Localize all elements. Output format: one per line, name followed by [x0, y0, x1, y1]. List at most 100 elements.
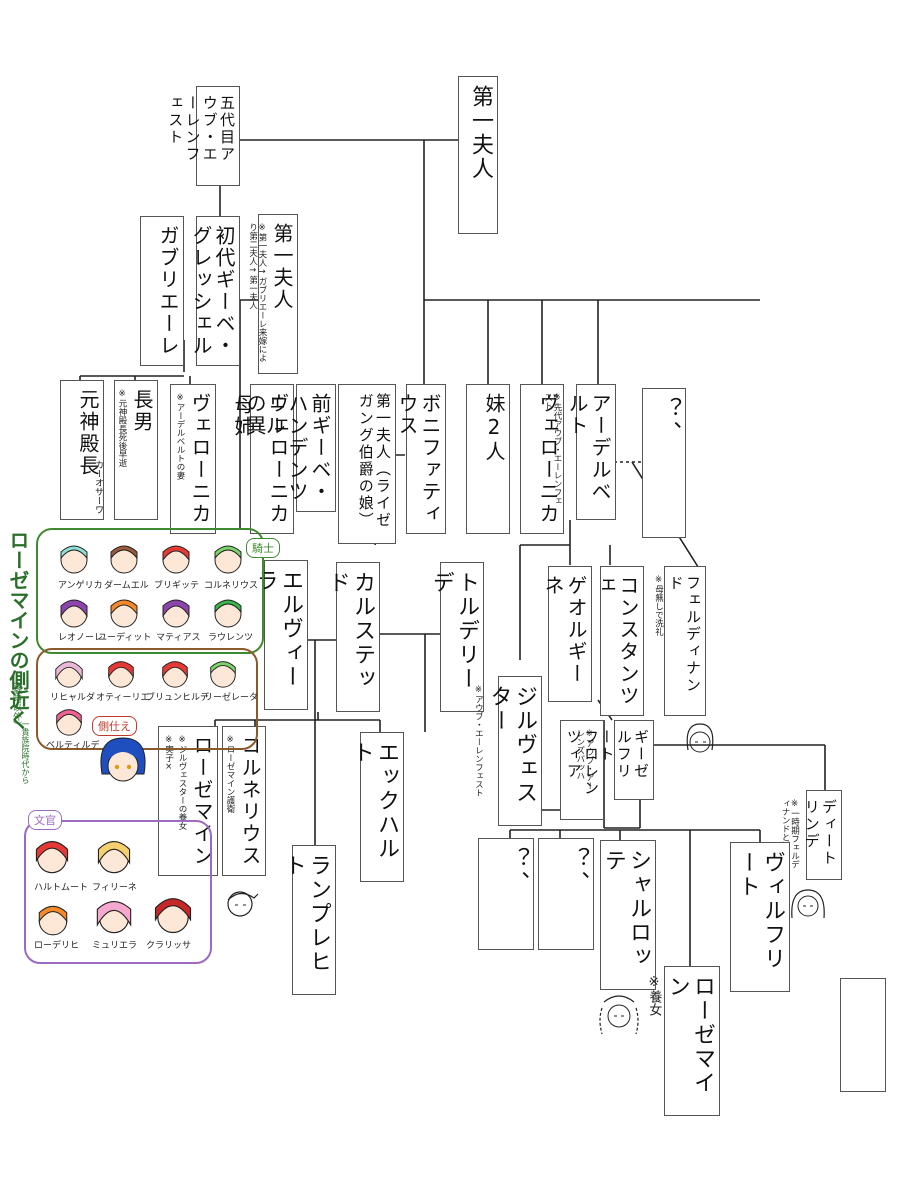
node-former-high-priest: 元神殿長	[60, 380, 104, 520]
attendant-name-2: オティーリエ	[96, 693, 150, 703]
node-dietlinde-note: ※一時期フェルディナンドと婚約	[780, 799, 800, 869]
attendant-face-4	[210, 661, 236, 688]
node-rozemyne-right-label: ローゼマイン	[664, 975, 715, 1095]
node-two-sisters-label: 妹2人	[482, 393, 506, 463]
node-lamprecht: ランプレヒト	[281, 845, 336, 995]
node-rozemyne-left-note-b: ※実子×	[163, 735, 174, 772]
node-karstedt-label: カルステッド	[324, 571, 375, 691]
node-ferdinand-note: ※母無しで洗礼	[653, 575, 664, 636]
node-former-geibe-haldenzel: 前ギーベ・ハンデンツェル	[262, 384, 336, 512]
node-florencia-label: フロレンツィア	[564, 729, 600, 797]
node-rozemyne-right-note: ※養女	[646, 975, 662, 1016]
knight-name-3: ブリギッテ	[154, 581, 200, 591]
node-first-wife-mid-note: ※第一夫人→ガブリエーレ来嫁により第二夫人→第一夫人	[247, 223, 267, 362]
attendant-face-3	[162, 661, 188, 688]
retainers-title: ローゼマインの側近く	[6, 530, 30, 730]
node-veronica-left: ヴェローニカ ※アーデルベルトの妻	[170, 384, 216, 534]
scholars-group	[24, 820, 212, 964]
sketch-face-ferdinand	[686, 723, 714, 753]
node-florencia: フロレンツィア	[560, 720, 604, 820]
node-unknown-1-label: ？、	[504, 847, 529, 895]
scholar-face-5	[154, 898, 192, 934]
node-first-wife-top: 第一夫人	[458, 76, 498, 234]
node-ferdinand: フェルディナンド ※母無しで洗礼	[654, 566, 706, 716]
node-elvira: エルヴィーラ	[253, 560, 308, 710]
node-wilfried: ヴィルフリート	[730, 842, 790, 992]
knight-face-2	[110, 545, 138, 574]
node-two-sisters: 妹2人	[466, 384, 510, 534]
scholar-name-3: ローデリヒ	[34, 941, 80, 951]
node-unknown-top: ？、	[642, 388, 686, 538]
node-eldest-son: 長男 ※元神殿長死後早逝	[114, 380, 158, 520]
node-veronica-half-sibling-label: ヴェローニカの異	[243, 393, 290, 525]
attendant-name-5: ベルティルデ	[46, 741, 100, 751]
knight-face-3	[162, 545, 190, 574]
scholar-face-4	[96, 901, 132, 934]
node-adelbert: アーデルベルト ※先代アウブ・エーレンフェスト	[543, 384, 616, 520]
node-first-wife-leisegang: 第一夫人（ライゼガング伯爵の娘）	[338, 384, 396, 544]
node-sylvester-label: ジルヴェスター	[486, 685, 537, 805]
node-rozemyne-right: ローゼマイン ※養女	[646, 966, 720, 1116]
node-unknown-2: ？、	[538, 838, 594, 950]
node-former-high-priest-side: カーオサーワ	[93, 460, 103, 514]
scholar-name-5: クラリッサ	[146, 941, 192, 951]
attendant-face-5	[56, 709, 82, 736]
sketch-face-cornelius	[227, 891, 259, 917]
scholar-face-2	[97, 841, 131, 874]
knight-face-7	[162, 599, 190, 628]
node-first-wife-mid: 第一夫人 ※第一夫人→ガブリエーレ来嫁により第二夫人→第一夫人	[248, 214, 298, 374]
node-constanze: コンスタンツェ	[593, 566, 644, 716]
node-cornelius-note: ※ローゼマイン護衛	[225, 735, 235, 813]
node-giebe-frenbeltag: ギーゼルフリート ※アウブ・アーレンズバッハ	[575, 720, 654, 800]
knight-name-5: レオノーレ	[58, 633, 104, 643]
node-adelbert-label: アーデルベルト	[565, 393, 612, 503]
node-georgine-label: ゲオルギーネ	[541, 575, 588, 685]
node-fifth-aub-label: 五代目アウブ・エーレンフェスト	[166, 95, 236, 163]
knight-name-4: コルネリウス	[204, 581, 259, 591]
node-eckhart-label: エックハルト	[348, 741, 399, 861]
node-unknown-top-label: ？、	[656, 397, 681, 445]
node-cornelius: コルネリウス ※ローゼマイン護衛	[222, 726, 266, 876]
node-wilfried-label: ヴィルフリート	[734, 851, 785, 971]
node-adelbert-note: ※先代アウブ・エーレンフェスト	[542, 393, 562, 505]
node-veronica-right: ヴェローニカ	[520, 384, 564, 534]
node-former-geibe-haldenzel-label: 前ギーベ・ハンデンツェル	[262, 393, 332, 503]
scholar-name-4: ミュリエラ	[92, 941, 138, 951]
node-geibe-grechel-label: 初代ギーベ・グレッシェル	[189, 225, 236, 357]
node-dietlinde: ディートリンデ ※一時期フェルディナンドと婚約	[780, 790, 842, 880]
node-georgine: ゲオルギーネ	[541, 566, 592, 702]
node-first-wife-leisegang-label: 第一夫人（ライゼガング伯爵の娘）	[356, 393, 392, 529]
scholar-face-1	[35, 841, 69, 874]
node-sylvester-note: ※アウブ・エーレンフェスト	[473, 685, 484, 797]
retainers-side-note: 一貴族院時代から	[21, 720, 30, 784]
attendant-name-1: リヒャルダ	[50, 693, 96, 703]
node-first-wife-mid-label: 第一夫人	[270, 223, 294, 311]
knights-group	[36, 528, 264, 654]
node-bonifatius: ボニファティウス	[395, 384, 446, 534]
node-elvira-label: エルヴィーラ	[252, 569, 303, 689]
attendants-group	[36, 648, 258, 750]
sketch-face-dietlinde	[791, 889, 825, 919]
node-veronica-left-note: ※アーデルベルトの妻	[175, 393, 185, 480]
attendant-face-2	[108, 661, 134, 688]
node-karstedt: カルステッド	[325, 562, 380, 712]
node-veronica-half-sibling: ヴェローニカの異	[243, 384, 294, 534]
node-rozemyne-left-note-a: ※ジルヴェスターの養女	[177, 735, 187, 830]
node-gabriele: ガブリエーレ	[140, 216, 184, 366]
node-first-wife-top-label: 第一夫人	[468, 85, 493, 181]
node-cornelius-label: コルネリウス	[238, 735, 262, 867]
knight-name-8: ラウレンツ	[208, 633, 254, 643]
knight-name-1: アンゲリカ	[58, 581, 103, 591]
node-eldest-son-note: ※元神殿長死後早逝	[117, 389, 127, 467]
knight-name-2: ダームエル	[104, 581, 149, 591]
node-giebe-frenbeltag-label: ギーゼルフリート	[597, 729, 651, 780]
node-eldest-son-label: 長男	[130, 389, 154, 433]
knight-name-7: マティアス	[156, 633, 201, 643]
attendant-face-1	[55, 661, 83, 688]
scholars-tag: 文官	[28, 810, 62, 830]
scholar-face-3	[38, 905, 68, 936]
node-trudeliede: トルデリーデ	[429, 562, 484, 712]
node-fifth-aub: 五代目アウブ・エーレンフェスト	[166, 86, 240, 186]
knight-face-1	[60, 545, 88, 574]
node-dietlinde-label: ディートリンデ	[802, 799, 838, 867]
